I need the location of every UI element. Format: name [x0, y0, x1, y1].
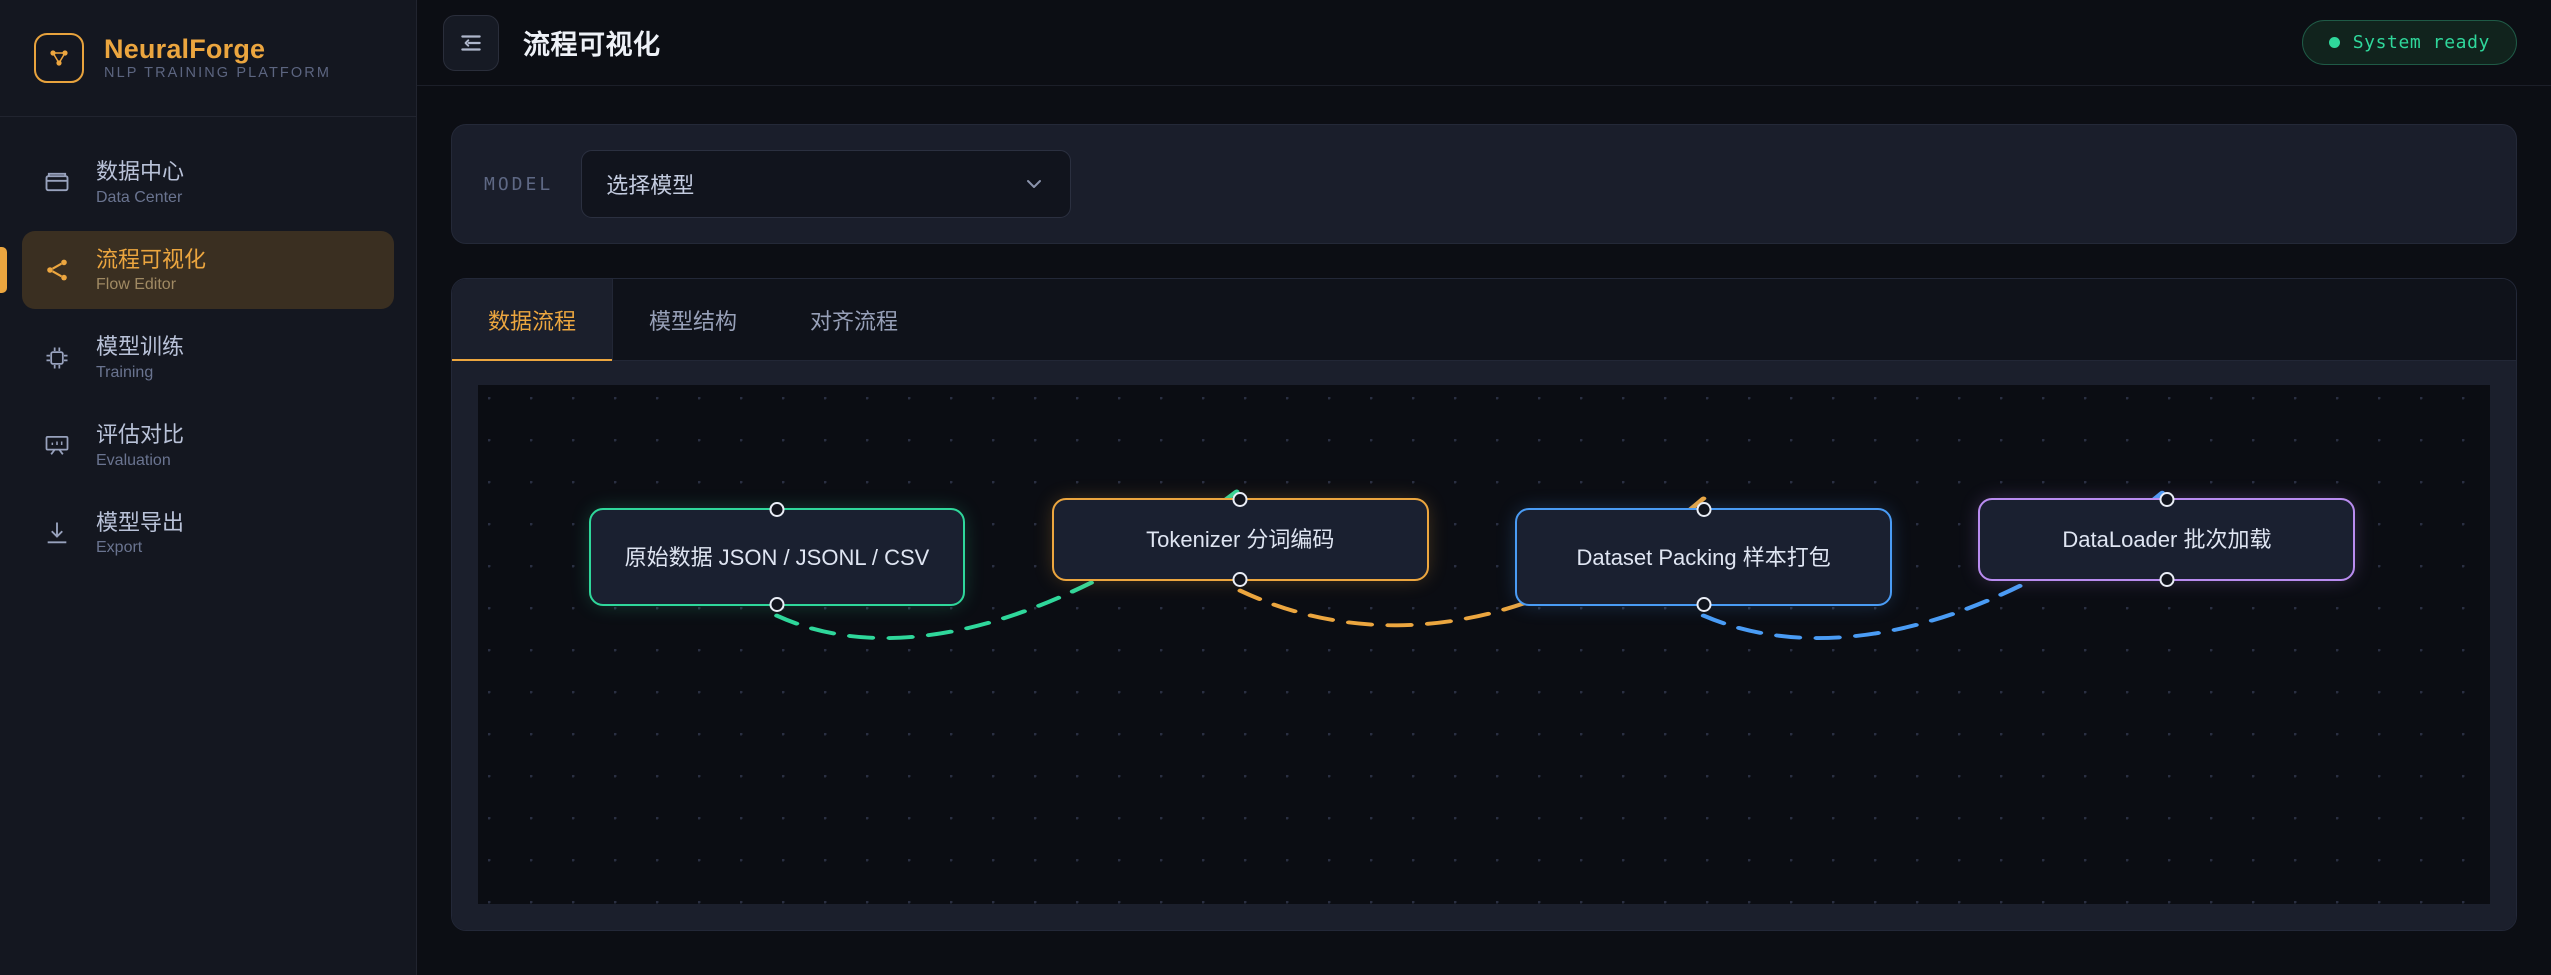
status-dot-icon: [2329, 37, 2340, 48]
sidebar-item-label-en: Evaluation: [96, 451, 184, 470]
node-handle-top[interactable]: [2159, 492, 2174, 507]
cpu-chip-icon: [40, 341, 74, 375]
node-handle-top[interactable]: [1696, 502, 1711, 517]
node-handle-top[interactable]: [769, 502, 784, 517]
tab-alignment-flow[interactable]: 对齐流程: [774, 279, 935, 360]
model-select-value: 选择模型: [606, 168, 694, 200]
chevron-down-icon: [1022, 172, 1046, 196]
tab-bar: 数据流程 模型结构 对齐流程: [452, 279, 2516, 361]
sidebar-item-label-cn: 评估对比: [96, 421, 184, 449]
model-select[interactable]: 选择模型: [581, 150, 1071, 218]
topbar: 流程可视化 System ready: [417, 0, 2551, 86]
canvas-wrapper: 原始数据 JSON / JSONL / CSV Tokenizer 分词编码 D…: [452, 361, 2516, 930]
sidebar: NeuralForge NLP TRAINING PLATFORM 数据中心 D…: [0, 0, 417, 975]
brand-title: NeuralForge: [104, 35, 331, 63]
node-handle-top[interactable]: [1233, 492, 1248, 507]
flow-node-raw-data[interactable]: 原始数据 JSON / JSONL / CSV: [589, 508, 966, 606]
content-area: MODEL 选择模型 数据流程 模型结构 对齐流程: [417, 86, 2551, 975]
tab-data-flow[interactable]: 数据流程: [452, 279, 613, 360]
sidebar-item-flow-editor[interactable]: 流程可视化 Flow Editor: [22, 231, 394, 310]
sidebar-item-label-en: Training: [96, 363, 184, 382]
menu-collapse-icon[interactable]: [443, 15, 499, 71]
sidebar-item-label-cn: 数据中心: [96, 158, 184, 186]
node-handle-bottom[interactable]: [769, 597, 784, 612]
flow-node-label: 原始数据 JSON / JSONL / CSV: [625, 541, 930, 574]
status-text: System ready: [2353, 32, 2490, 53]
sidebar-nav: 数据中心 Data Center 流程可视化 Flow Editor: [0, 117, 416, 572]
sidebar-item-data-center[interactable]: 数据中心 Data Center: [22, 143, 394, 222]
neural-network-icon: [34, 33, 84, 83]
flow-edges: [478, 385, 2490, 904]
sidebar-item-label-en: Data Center: [96, 188, 184, 207]
brand-subtitle: NLP TRAINING PLATFORM: [104, 66, 331, 81]
flow-node-label: DataLoader 批次加载: [2062, 523, 2271, 556]
sidebar-item-label-cn: 模型训练: [96, 333, 184, 361]
sidebar-item-label-en: Export: [96, 538, 184, 557]
sidebar-item-export[interactable]: 模型导出 Export: [22, 494, 394, 573]
sidebar-item-training[interactable]: 模型训练 Training: [22, 318, 394, 397]
sidebar-item-label-cn: 流程可视化: [96, 246, 206, 274]
presentation-chart-icon: [40, 428, 74, 462]
flow-canvas[interactable]: 原始数据 JSON / JSONL / CSV Tokenizer 分词编码 D…: [478, 385, 2490, 904]
node-handle-bottom[interactable]: [2159, 572, 2174, 587]
flow-node-label: Dataset Packing 样本打包: [1576, 541, 1830, 574]
tab-model-structure[interactable]: 模型结构: [613, 279, 774, 360]
node-handle-bottom[interactable]: [1233, 572, 1248, 587]
status-badge: System ready: [2302, 20, 2517, 65]
flow-node-dataloader[interactable]: DataLoader 批次加载: [1978, 498, 2355, 581]
page-title: 流程可视化: [523, 23, 661, 62]
sidebar-item-evaluation[interactable]: 评估对比 Evaluation: [22, 406, 394, 485]
node-handle-bottom[interactable]: [1696, 597, 1711, 612]
flow-card: 数据流程 模型结构 对齐流程 原始数据 JSON / JSONL /: [451, 278, 2517, 931]
flow-node-tokenizer[interactable]: Tokenizer 分词编码: [1052, 498, 1429, 581]
sidebar-item-label-en: Flow Editor: [96, 275, 206, 294]
download-icon: [40, 516, 74, 550]
flow-node-label: Tokenizer 分词编码: [1146, 523, 1334, 556]
model-label: MODEL: [484, 174, 553, 195]
sidebar-item-label-cn: 模型导出: [96, 509, 184, 537]
share-nodes-icon: [40, 253, 74, 287]
main-area: 流程可视化 System ready MODEL 选择模型: [417, 0, 2551, 975]
brand-header: NeuralForge NLP TRAINING PLATFORM: [0, 0, 416, 117]
database-icon: [40, 165, 74, 199]
flow-node-dataset-packing[interactable]: Dataset Packing 样本打包: [1515, 508, 1892, 606]
model-selector-panel: MODEL 选择模型: [451, 124, 2517, 244]
